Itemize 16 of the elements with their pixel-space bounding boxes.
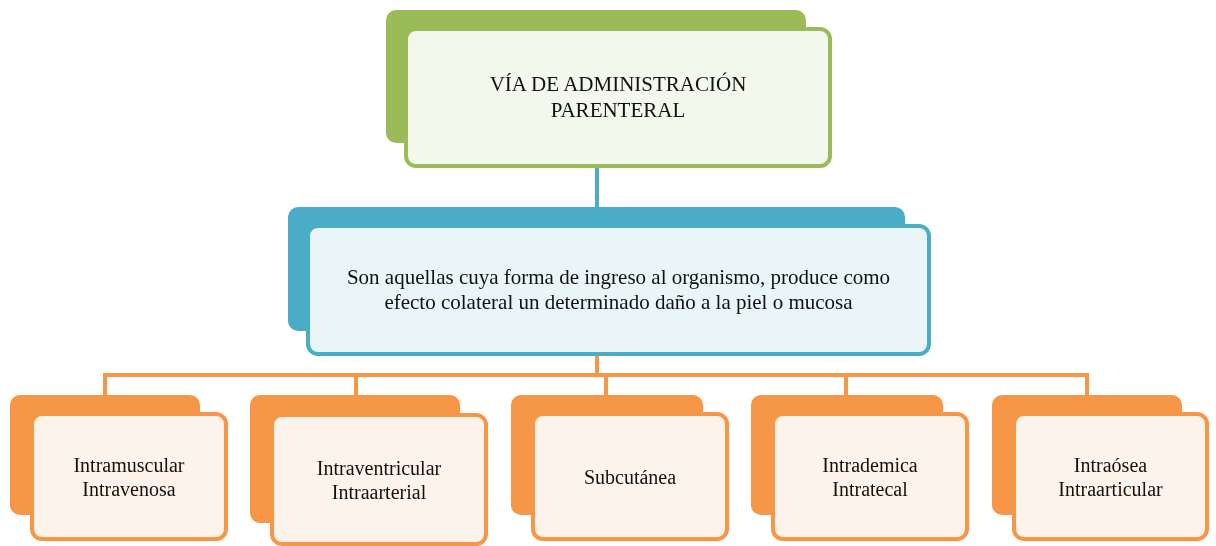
process-box	[511, 395, 729, 541]
box-text: Subcutánea	[583, 464, 677, 489]
box-text: Son aquellas cuya forma de ingreso al organismo, produce como efecto colateral un determinado daño a la piel o mucosa	[345, 264, 892, 316]
box-text: Intraventricular Intraarterial	[315, 455, 443, 504]
box-text: Intramuscular Intravenosa	[72, 452, 186, 501]
process-box	[10, 395, 228, 541]
process-box	[751, 395, 969, 541]
process-box	[992, 395, 1209, 541]
box-text: Intraósea Intraarticular	[1057, 452, 1164, 501]
box-text: VÍA DE ADMINISTRACIÓN PARENTERAL	[488, 72, 748, 123]
connector-line	[595, 355, 1089, 395]
box-text: Intrademica Intratecal	[821, 452, 919, 501]
process-box	[386, 10, 832, 168]
connector-line	[595, 167, 599, 207]
process-box	[250, 395, 488, 546]
process-box	[288, 207, 931, 356]
